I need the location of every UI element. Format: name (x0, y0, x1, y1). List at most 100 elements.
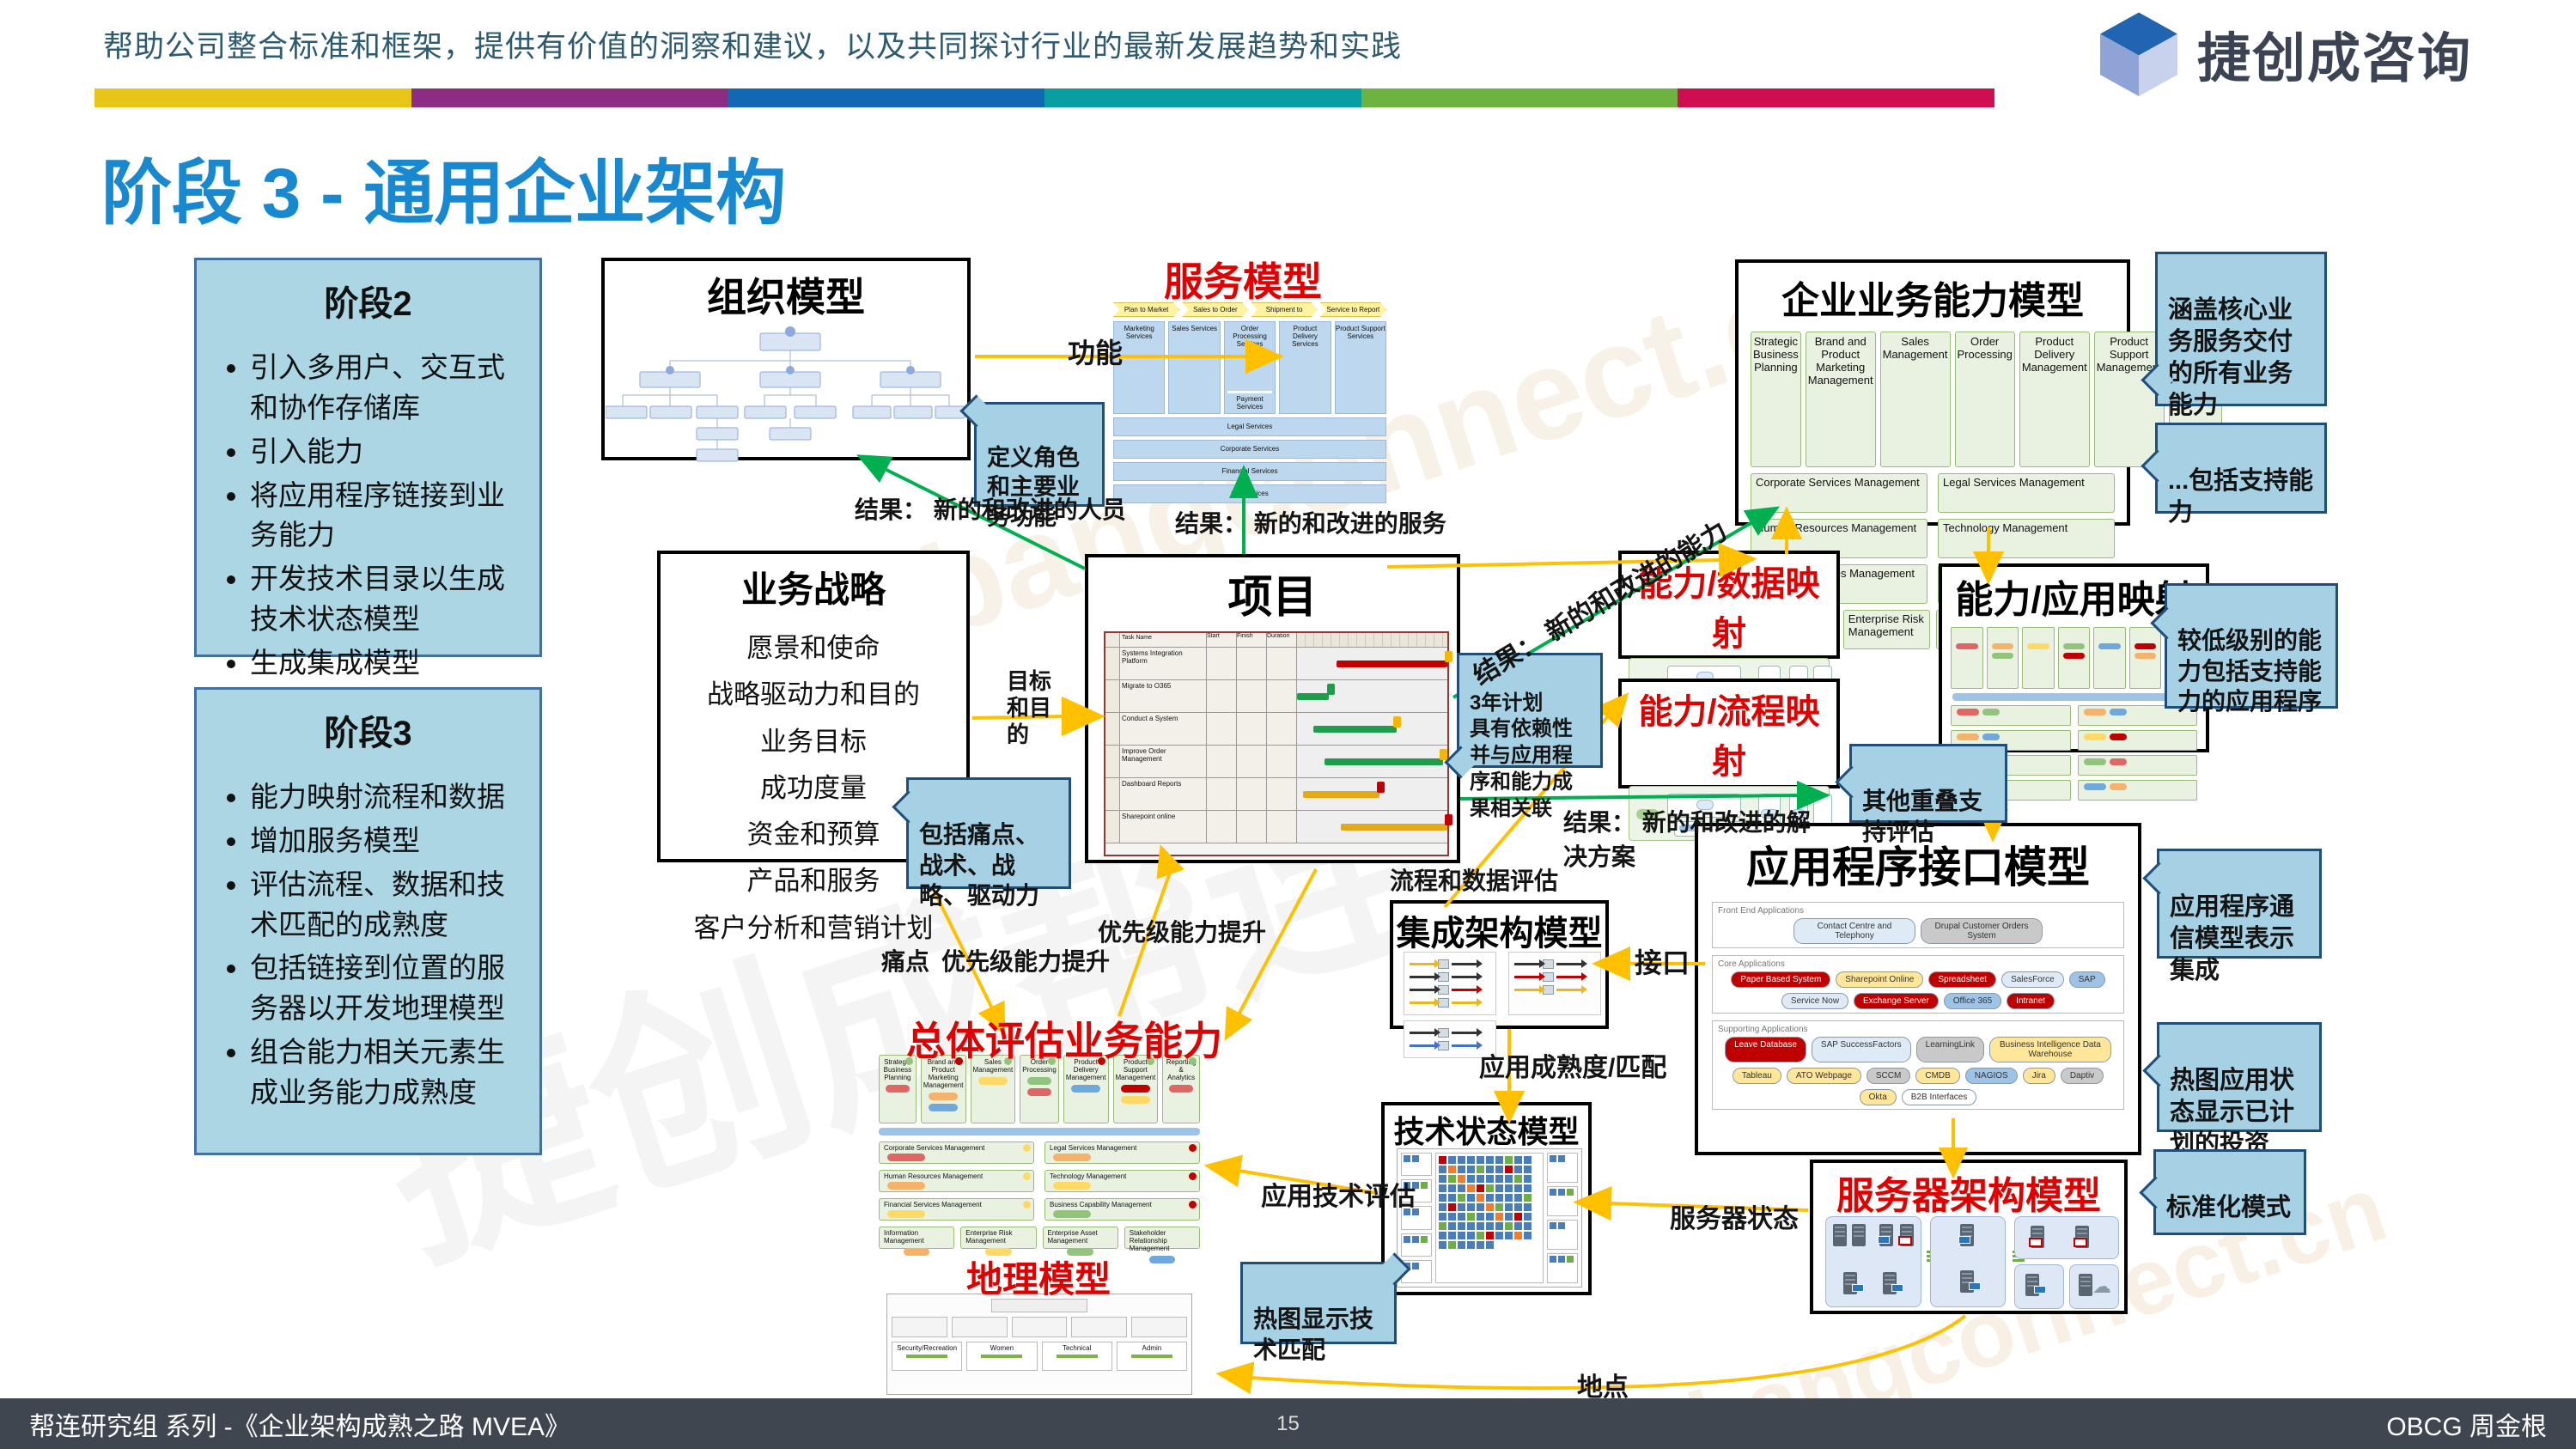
app-node: Office 365 (1943, 993, 2002, 1009)
callout-pain-tactics: 包括痛点、战术、战略、驱动力 (892, 777, 1071, 909)
capability-box: Legal Services Management (1044, 1142, 1200, 1164)
phase3-list: 能力映射流程和数据增加服务模型评估流程、数据和技术匹配的成熟度包括链接到位置的服… (212, 777, 524, 1113)
capability-box: Information Management (879, 1227, 955, 1256)
app-node: Intranet (2007, 993, 2055, 1009)
integration-diagram (1404, 952, 1601, 1058)
app-node: B2B Interfaces (1901, 1089, 1977, 1105)
service-band: Financial Services (1113, 462, 1386, 481)
gantt-row: Sharepoint online (1105, 811, 1452, 843)
footer-bar: 帮连研究组 系列 -《企业架构成熟之路 MVEA》 15 OBCG 周金根 (0, 1398, 2576, 1449)
list-item: 组合能力相关元素生成业务能力成熟度 (250, 1032, 524, 1113)
label-interface: 接口 (1635, 947, 1690, 978)
service-column: Product Delivery Services (1279, 321, 1331, 414)
capability-box: Product Support Management (2093, 332, 2165, 467)
phase2-box: 阶段2 引入多用户、交互式和协作存储库引入能力将应用程序链接到业务能力开发技术目… (194, 258, 542, 679)
project-title: 项目 (1227, 573, 1318, 623)
cube-logo-icon (2100, 12, 2177, 96)
capability-box: Business Capability Management (1044, 1198, 1200, 1221)
list-item: 能力映射流程和数据 (250, 777, 524, 818)
server-model-diagram: ☁ (1825, 1216, 2119, 1309)
capability-box: Human Resources Management (879, 1170, 1034, 1192)
label-app-maturity: 应用成熟度/匹配 (1479, 1054, 1667, 1082)
capability-box: Product Delivery Management (1063, 1055, 1109, 1123)
app-node: Sharepoint Online (1836, 971, 1924, 988)
server-model-box: 服务器架构模型 ☁ (1810, 1160, 2128, 1314)
footer-page-number: 15 (1276, 1411, 1300, 1435)
tech-state-title: 技术状态模型 (1393, 1114, 1580, 1149)
capability-box: Strategic Business Planning (1751, 332, 1801, 467)
capability-box: Order Processing (1954, 332, 2015, 467)
cap-app-map-title: 能力/应用映射 (1955, 579, 2193, 621)
app-node: SAP SuccessFactors (1811, 1037, 1911, 1062)
list-item: 评估流程、数据和技术匹配的成熟度 (250, 865, 524, 946)
gantt-row: Improve Order Management (1105, 746, 1448, 778)
integration-model-box: 集成架构模型 (1390, 900, 1609, 1058)
server-model-title: 服务器架构模型 (1836, 1175, 2101, 1217)
label-goals: 目标和目的 (1007, 668, 1052, 748)
list-item: 业务目标 (760, 726, 867, 757)
capability-box: Corporate Services Management (1751, 473, 1927, 513)
color-bar-segment (94, 88, 411, 107)
capability-box: Strategic Business Planning (879, 1055, 917, 1123)
label-function: 功能 (1068, 338, 1124, 368)
app-node: NAGIOS (1964, 1068, 2018, 1084)
capability-box: Legal Services Management (1938, 473, 2115, 513)
page-title: 阶段 3 - 通用企业架构 (101, 155, 787, 233)
app-interface-title: 应用程序接口模型 (1746, 843, 2090, 892)
app-node: Exchange Server (1854, 993, 1939, 1009)
app-node: Paper Based System (1731, 971, 1831, 988)
app-node: Contact Centre and Telephony (1793, 918, 1915, 944)
capability-box: Corporate Services Management (879, 1142, 1034, 1164)
overall-assessment-title: 总体评估业务能力 (906, 1019, 1222, 1063)
phase3-box: 阶段3 能力映射流程和数据增加服务模型评估流程、数据和技术匹配的成熟度包括链接到… (194, 687, 542, 1155)
label-result-people: 结果： 新的和改进的人员 (855, 496, 1126, 523)
service-column: Product Support Services (1334, 321, 1387, 414)
capability-box: Brand and Product Marketing Management (1805, 332, 1876, 467)
tech-state-diagram (1397, 1148, 1582, 1288)
capability-box: Sales Management (1879, 332, 1951, 467)
capability-box: Sales Management (970, 1055, 1016, 1123)
service-model-title: 服务模型 (1164, 259, 1322, 304)
capability-box: Order Processing (1020, 1055, 1059, 1123)
color-bar-segment (1678, 88, 1995, 107)
list-item: 增加服务模型 (250, 821, 524, 861)
biz-strategy-title: 业务战略 (740, 569, 886, 610)
color-bar-segment (1361, 88, 1678, 107)
capability-box: Financial Services Management (879, 1198, 1034, 1221)
label-result-solution: 结果： 新的和改进的解决方案 (1563, 809, 1811, 870)
list-item: 产品和服务 (746, 866, 880, 897)
list-item: 战略驱动力和目的 (707, 679, 920, 710)
capability-box: Enterprise Risk Management (1842, 610, 1930, 649)
service-column: Sales Services (1168, 321, 1221, 414)
app-node: Tableau (1732, 1068, 1781, 1084)
biz-strategy-list: 愿景和使命战略驱动力和目的业务目标成功度量资金和预算产品和服务客户分析和营销计划 (661, 625, 966, 952)
org-model-box: 组织模型 (601, 258, 971, 462)
service-column: Marketing Services (1113, 321, 1166, 414)
capability-box: Stakeholder Relationship Management (1124, 1227, 1200, 1263)
capability-box: Enterprise Risk Management (960, 1227, 1037, 1256)
label-server-status: 服务器状态 (1670, 1205, 1799, 1233)
app-node: Service Now (1781, 993, 1849, 1009)
service-band: CT Services (1113, 484, 1386, 503)
app-node: Leave Database (1725, 1037, 1806, 1062)
phase3-title: 阶段3 (324, 715, 412, 752)
header-tagline: 帮助公司整合标准和框架，提供有价值的洞察和建议，以及共同探讨行业的最新发展趋势和… (103, 30, 1403, 64)
list-item: 资金和预算 (746, 819, 880, 849)
geo-facility: Security/Recreation (892, 1342, 963, 1371)
callout-heatmap-invest: 热图应用状态显示已计划的投资 (2142, 1022, 2322, 1158)
capability-box: Product Support Management (1112, 1055, 1159, 1123)
callout-cover-core: 涵盖核心业务服务交付的所有业务能力 (2141, 252, 2327, 419)
service-chevron: Service to Report (1320, 302, 1386, 317)
capability-box: Brand and Product Marketing Management (920, 1055, 966, 1123)
app-node: SCCM (1866, 1068, 1911, 1084)
org-model-title: 组织模型 (707, 275, 865, 320)
